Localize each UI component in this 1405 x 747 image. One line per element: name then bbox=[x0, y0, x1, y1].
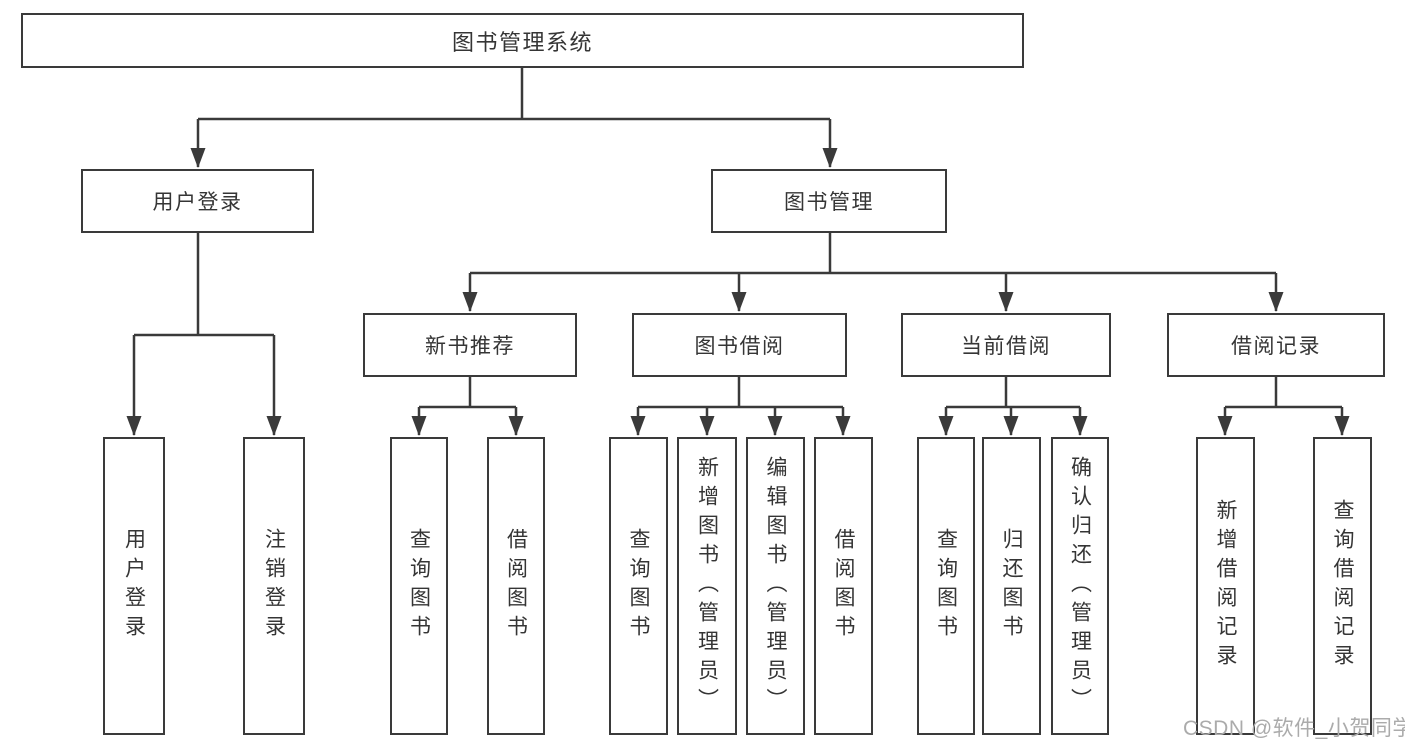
leaf-edit-books-admin: 编辑图书（管理员） bbox=[746, 437, 805, 735]
node-book-management: 图书管理 bbox=[711, 169, 947, 233]
leaf-borrow-books-recommend: 借阅图书 bbox=[487, 437, 545, 735]
node-borrowing-records: 借阅记录 bbox=[1167, 313, 1385, 377]
node-book-borrowing: 图书借阅 bbox=[632, 313, 847, 377]
node-new-book-recommendation: 新书推荐 bbox=[363, 313, 577, 377]
leaf-add-books-admin: 新增图书（管理员） bbox=[677, 437, 737, 735]
leaf-query-books-current: 查询图书 bbox=[917, 437, 975, 735]
node-current-borrowing: 当前借阅 bbox=[901, 313, 1111, 377]
leaf-add-borrow-record: 新增借阅记录 bbox=[1196, 437, 1255, 735]
watermark: CSDN @软件_小贺同学 bbox=[1183, 717, 1405, 740]
leaf-query-borrow-record: 查询借阅记录 bbox=[1313, 437, 1372, 735]
node-library-management-system: 图书管理系统 bbox=[21, 13, 1024, 68]
leaf-confirm-return-admin: 确认归还（管理员） bbox=[1051, 437, 1109, 735]
leaf-logout: 注销登录 bbox=[243, 437, 305, 735]
leaf-borrow-books-borrowing: 借阅图书 bbox=[814, 437, 873, 735]
leaf-user-login: 用户登录 bbox=[103, 437, 165, 735]
leaf-query-books-borrowing: 查询图书 bbox=[609, 437, 668, 735]
leaf-return-books: 归还图书 bbox=[982, 437, 1041, 735]
leaf-query-books-recommend: 查询图书 bbox=[390, 437, 448, 735]
node-user-login-branch: 用户登录 bbox=[81, 169, 314, 233]
